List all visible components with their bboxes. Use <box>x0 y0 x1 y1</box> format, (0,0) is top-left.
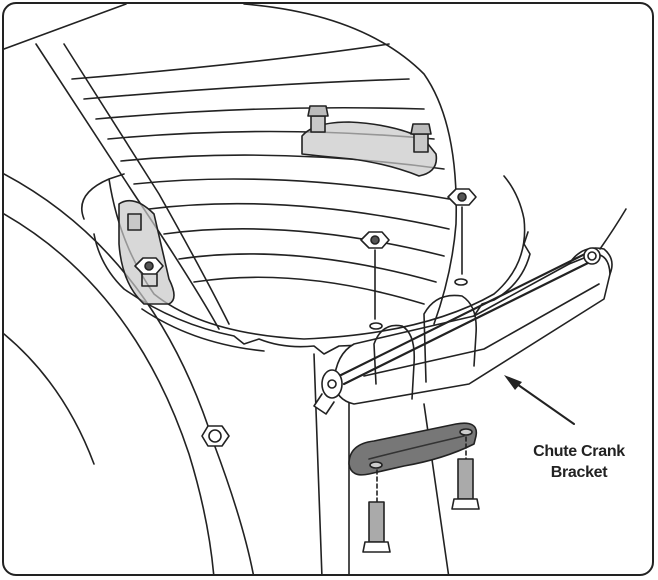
flange-nut-center <box>360 231 390 320</box>
callout-label: Chute Crank Bracket <box>514 441 644 483</box>
ghost-bracket-left <box>118 199 175 305</box>
housing-nut <box>201 425 230 447</box>
flange-nut-right <box>447 188 477 275</box>
callout-line-2: Bracket <box>550 464 608 481</box>
bolt-hole <box>369 322 383 330</box>
chute-crank-bracket-part <box>313 208 627 415</box>
carriage-bolt-left <box>362 469 391 553</box>
callout-leader-arrow <box>504 375 575 425</box>
ghost-bracket-top <box>301 105 438 177</box>
callout-line-1: Chute Crank <box>533 443 625 460</box>
flange-nut-left <box>134 257 164 287</box>
auger-housing <box>4 4 255 574</box>
backing-plate <box>348 422 478 476</box>
carriage-bolt-right <box>451 436 480 510</box>
chute-body <box>35 4 458 330</box>
bolt-hole <box>454 278 468 286</box>
assembly-illustration <box>4 4 627 574</box>
